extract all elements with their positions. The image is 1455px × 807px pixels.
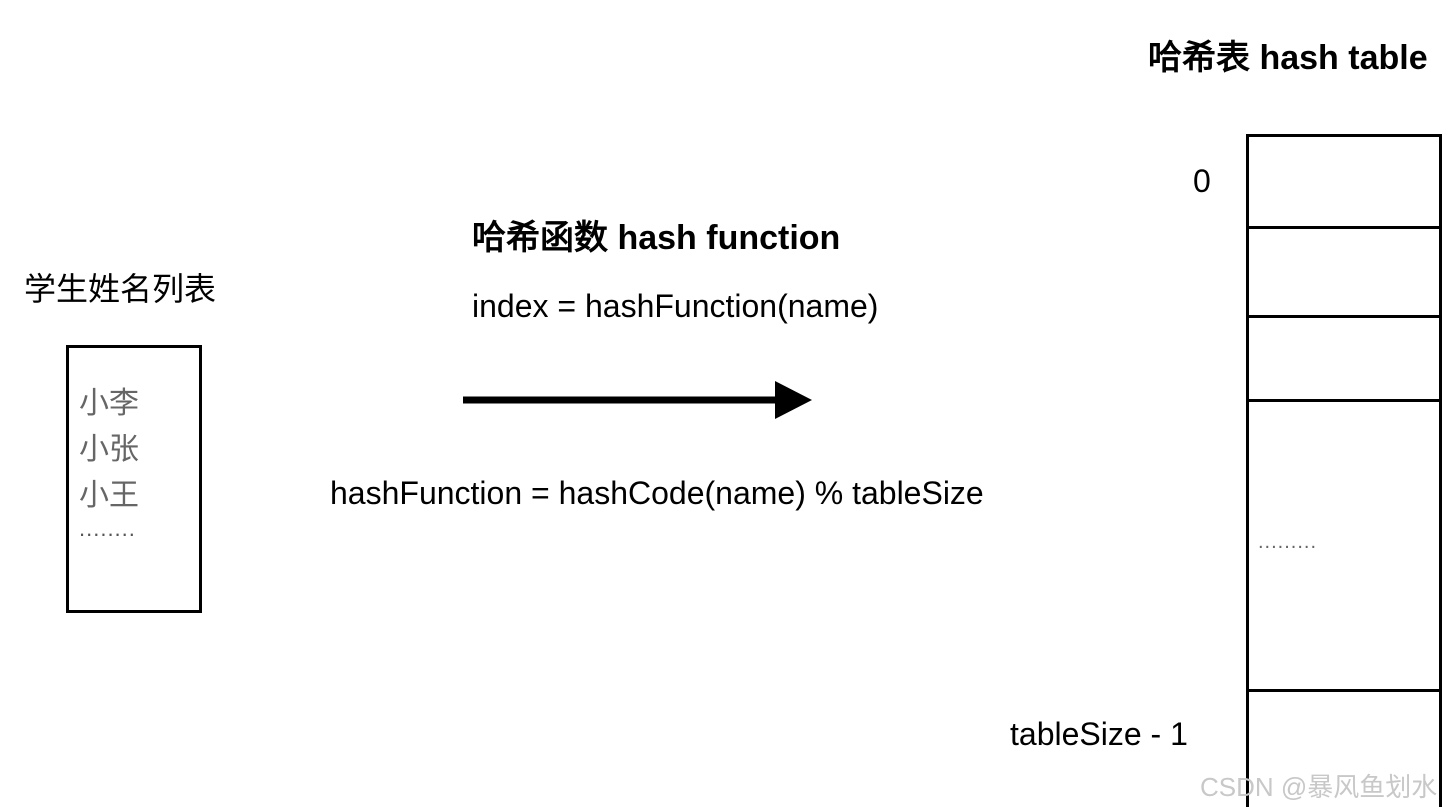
index-formula: index = hashFunction(name) [472, 288, 879, 324]
student-list-ellipsis: ........ [79, 516, 136, 541]
hash-table-title: 哈希表 hash table [1148, 39, 1428, 77]
table-cell-divider [1249, 689, 1439, 692]
student-list-title: 学生姓名列表 [24, 271, 217, 307]
mapping-arrow [463, 381, 812, 419]
hash-table-ellipsis: ......... [1258, 531, 1318, 553]
student-name-list: 小李 小张 小王 ........ [66, 345, 202, 613]
last-index-label: tableSize - 1 [1010, 716, 1188, 752]
hash-function-definition: hashFunction = hashCode(name) % tableSiz… [330, 475, 984, 511]
watermark: CSDN @暴风鱼划水 [1200, 772, 1438, 802]
hash-table: ......... [1246, 134, 1442, 807]
table-cell-divider [1249, 315, 1439, 318]
student-name: 小李 [79, 387, 139, 420]
student-name: 小张 [79, 433, 139, 466]
first-index-label: 0 [1193, 163, 1211, 199]
table-cell-divider [1249, 399, 1439, 402]
arrow-head [775, 381, 812, 419]
hash-function-title: 哈希函数 hash function [472, 219, 841, 257]
student-name: 小王 [79, 479, 139, 512]
table-cell-divider [1249, 226, 1439, 229]
